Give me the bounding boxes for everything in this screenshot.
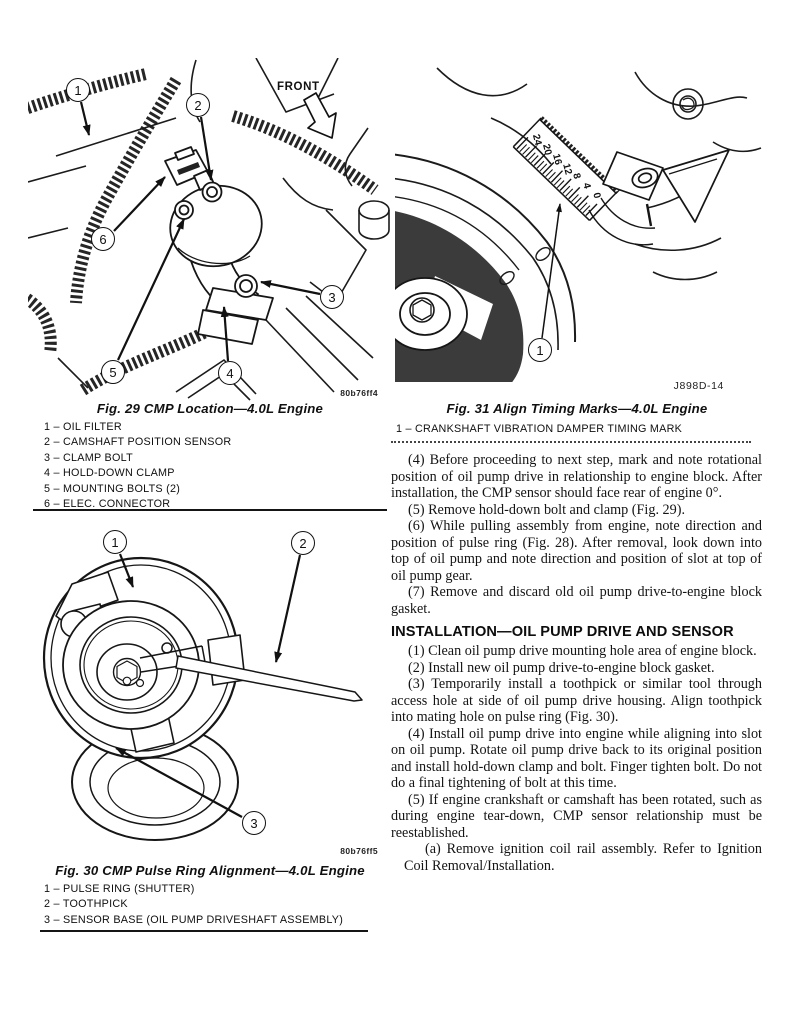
scale-number: 12 bbox=[560, 162, 573, 176]
engine-silhouette bbox=[436, 67, 762, 281]
installation-heading: INSTALLATION—OIL PUMP DRIVE AND SENSOR bbox=[391, 624, 734, 640]
callout-number: 1 bbox=[111, 534, 119, 550]
scale-number: 20 bbox=[540, 143, 553, 157]
scale-number: 8 bbox=[570, 172, 582, 180]
callout-1: 1 bbox=[528, 338, 552, 362]
legend-item: 2 – TOOTHPICK bbox=[44, 898, 128, 911]
callout-1: 1 bbox=[66, 78, 90, 102]
figure-29-caption: Fig. 29 CMP Location—4.0L Engine bbox=[96, 401, 324, 416]
callout-number: 2 bbox=[194, 97, 202, 113]
callout-3: 3 bbox=[242, 811, 266, 835]
callout-2: 2 bbox=[291, 531, 315, 555]
callout-1: 1 bbox=[103, 530, 127, 554]
legend-item: 2 – CAMSHAFT POSITION SENSOR bbox=[44, 436, 232, 449]
cmp-sensor bbox=[164, 146, 274, 345]
pulse-ring-disc bbox=[42, 556, 246, 760]
callout-leader bbox=[541, 203, 562, 339]
callout-4: 4 bbox=[218, 361, 242, 385]
callout-2: 2 bbox=[186, 93, 210, 117]
dotted-rule bbox=[391, 441, 751, 443]
legend-item: 3 – CLAMP BOLT bbox=[44, 451, 133, 464]
step-paragraph: (3) Temporarily install a toothpick or s… bbox=[391, 676, 762, 725]
figure-30-caption: Fig. 30 CMP Pulse Ring Alignment—4.0L En… bbox=[55, 863, 365, 878]
bottom-rule bbox=[40, 930, 368, 932]
scale-number: 16 bbox=[550, 153, 563, 167]
figure-30-code: 80b76ff5 bbox=[340, 846, 378, 856]
callout-number: 2 bbox=[299, 535, 307, 551]
step-paragraph: (6) While pulling assembly from engine, … bbox=[391, 518, 762, 584]
callout-number: 3 bbox=[328, 289, 336, 305]
step-paragraph: (2) Install new oil pump drive-to-engine… bbox=[408, 659, 715, 676]
callout-6: 6 bbox=[91, 227, 115, 251]
figure-31-code: J898D-14 bbox=[673, 380, 724, 392]
callout-number: 1 bbox=[536, 342, 544, 358]
figure-29-code: 80b76ff4 bbox=[340, 388, 378, 398]
scale-number: 0 bbox=[590, 192, 602, 200]
figure-31-legend: 1 – CRANKSHAFT VIBRATION DAMPER TIMING M… bbox=[396, 423, 682, 438]
figure-29-legend: 1 – OIL FILTER 2 – CAMSHAFT POSITION SEN… bbox=[44, 421, 231, 513]
callout-number: 1 bbox=[74, 82, 82, 98]
step-paragraph: (7) Remove and discard old oil pump driv… bbox=[391, 584, 762, 617]
step-paragraph: (4) Before proceeding to next step, mark… bbox=[391, 452, 762, 501]
scale-number: 24 bbox=[530, 133, 543, 147]
legend-item: 6 – ELEC. CONNECTOR bbox=[44, 497, 171, 510]
front-direction-arrow bbox=[303, 92, 337, 139]
step-paragraph: (5) If engine crankshaft or camshaft has… bbox=[391, 791, 762, 841]
front-label: FRONT bbox=[277, 81, 320, 93]
figure-30-art bbox=[42, 553, 363, 841]
damper-hub bbox=[395, 277, 468, 351]
legend-item: 4 – HOLD-DOWN CLAMP bbox=[44, 467, 175, 480]
figure-31-art: 24 20 16 12 8 4 0 bbox=[395, 67, 762, 382]
callout-arrows bbox=[79, 101, 321, 362]
callout-number: 4 bbox=[226, 365, 234, 381]
toothpick bbox=[175, 655, 363, 702]
damper-rim-arcs bbox=[395, 117, 577, 351]
callout-3: 3 bbox=[320, 285, 344, 309]
callout-arrows bbox=[115, 553, 302, 818]
legend-item: 1 – PULSE RING (SHUTTER) bbox=[44, 883, 195, 895]
figure-29-art bbox=[28, 58, 390, 401]
callout-number: 3 bbox=[250, 815, 258, 831]
figure-30-legend: 1 – PULSE RING (SHUTTER) 2 – TOOTHPICK 3… bbox=[44, 883, 343, 929]
body-text-column: (4) Before proceeding to next step, mark… bbox=[391, 452, 762, 874]
callout-5: 5 bbox=[101, 360, 125, 384]
column-divider-rule bbox=[33, 509, 387, 511]
substep-paragraph: (a) Remove ignition coil rail assembly. … bbox=[404, 841, 762, 874]
step-paragraph: (1) Clean oil pump drive mounting hole a… bbox=[408, 643, 757, 659]
figure-31-caption: Fig. 31 Align Timing Marks—4.0L Engine bbox=[446, 401, 708, 416]
legend-item: 5 – MOUNTING BOLTS (2) bbox=[44, 482, 181, 495]
legend-item: 3 – SENSOR BASE (OIL PUMP DRIVESHAFT ASS… bbox=[44, 913, 344, 926]
timing-pointer-housing bbox=[588, 149, 730, 246]
legend-item: 1 – CRANKSHAFT VIBRATION DAMPER TIMING M… bbox=[396, 423, 683, 435]
scale-number: 4 bbox=[580, 182, 592, 190]
callout-number: 6 bbox=[99, 231, 107, 247]
callout-number: 5 bbox=[109, 364, 117, 380]
step-paragraph: (5) Remove hold-down bolt and clamp (Fig… bbox=[408, 501, 686, 518]
timing-degree-scale: 24 20 16 12 8 4 0 bbox=[512, 116, 620, 221]
legend-item: 1 – OIL FILTER bbox=[44, 421, 122, 433]
step-paragraph: (4) Install oil pump drive into engine w… bbox=[391, 725, 762, 792]
